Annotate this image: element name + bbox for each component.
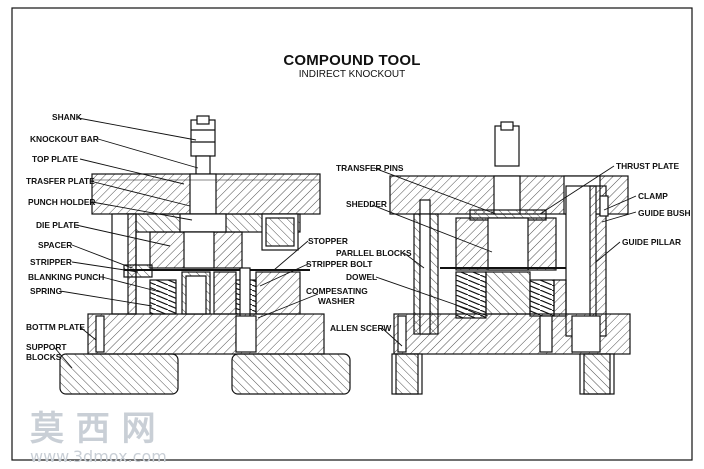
label-thrust-plate: THRUST PLATE (616, 161, 680, 171)
left-tool (59, 115, 351, 395)
label-shedder: SHEDDER (346, 199, 387, 209)
label-clamp: CLAMP (638, 191, 668, 201)
label-die-plate: DIE PLATE (36, 220, 80, 230)
spring-left (149, 279, 177, 315)
label-guide-bush: GUIDE BUSH (638, 208, 691, 218)
label-allen-scerw: ALLEN SCERW (330, 323, 391, 333)
watermark-cn: 莫 西 网 (30, 409, 156, 449)
label-bottm-plate: BOTTM PLATE (26, 322, 85, 332)
drawing-title: COMPOUND TOOL (283, 52, 421, 69)
label-trasfer-plate: TRASFER PLATE (26, 176, 95, 186)
label-knockout-bar: KNOCKOUT BAR (30, 134, 99, 144)
shank (190, 119, 216, 157)
bottom-plate (87, 313, 325, 355)
watermark-url: www.3dmox.com (30, 447, 167, 466)
label-top-plate: TOP PLATE (32, 154, 78, 164)
label-stripper-bolt: STRIPPER BOLT (306, 259, 373, 269)
label-stripper: STRIPPER (30, 257, 72, 267)
label-compesating: COMPESATING (306, 286, 368, 296)
label-dowel: DOWEL (346, 272, 377, 282)
drawing-subtitle: INDIRECT KNOCKOUT (298, 69, 406, 80)
label-parllel-blocks: PARLLEL BLOCKS (336, 248, 412, 258)
right-tool (389, 121, 631, 395)
leader-lines (53, 117, 637, 369)
frame-border (11, 7, 693, 461)
label-spacer: SPACER (38, 240, 72, 250)
label-washer: WASHER (318, 296, 355, 306)
support-block-right (231, 353, 351, 395)
label-punch-holder: PUNCH HOLDER (28, 197, 95, 207)
label-guide-pillar: GUIDE PILLAR (622, 237, 681, 247)
label-spring: SPRING (30, 286, 62, 296)
label-shank: SHANK (52, 112, 82, 122)
label-blocks: BLOCKS (26, 352, 62, 362)
support-block-left (59, 353, 179, 395)
label-blanking-punch: BLANKING PUNCH (28, 272, 104, 282)
label-stopper: STOPPER (308, 236, 348, 246)
label-support: SUPPORT (26, 342, 67, 352)
label-transfer-pins: TRANSFER PINS (336, 163, 404, 173)
